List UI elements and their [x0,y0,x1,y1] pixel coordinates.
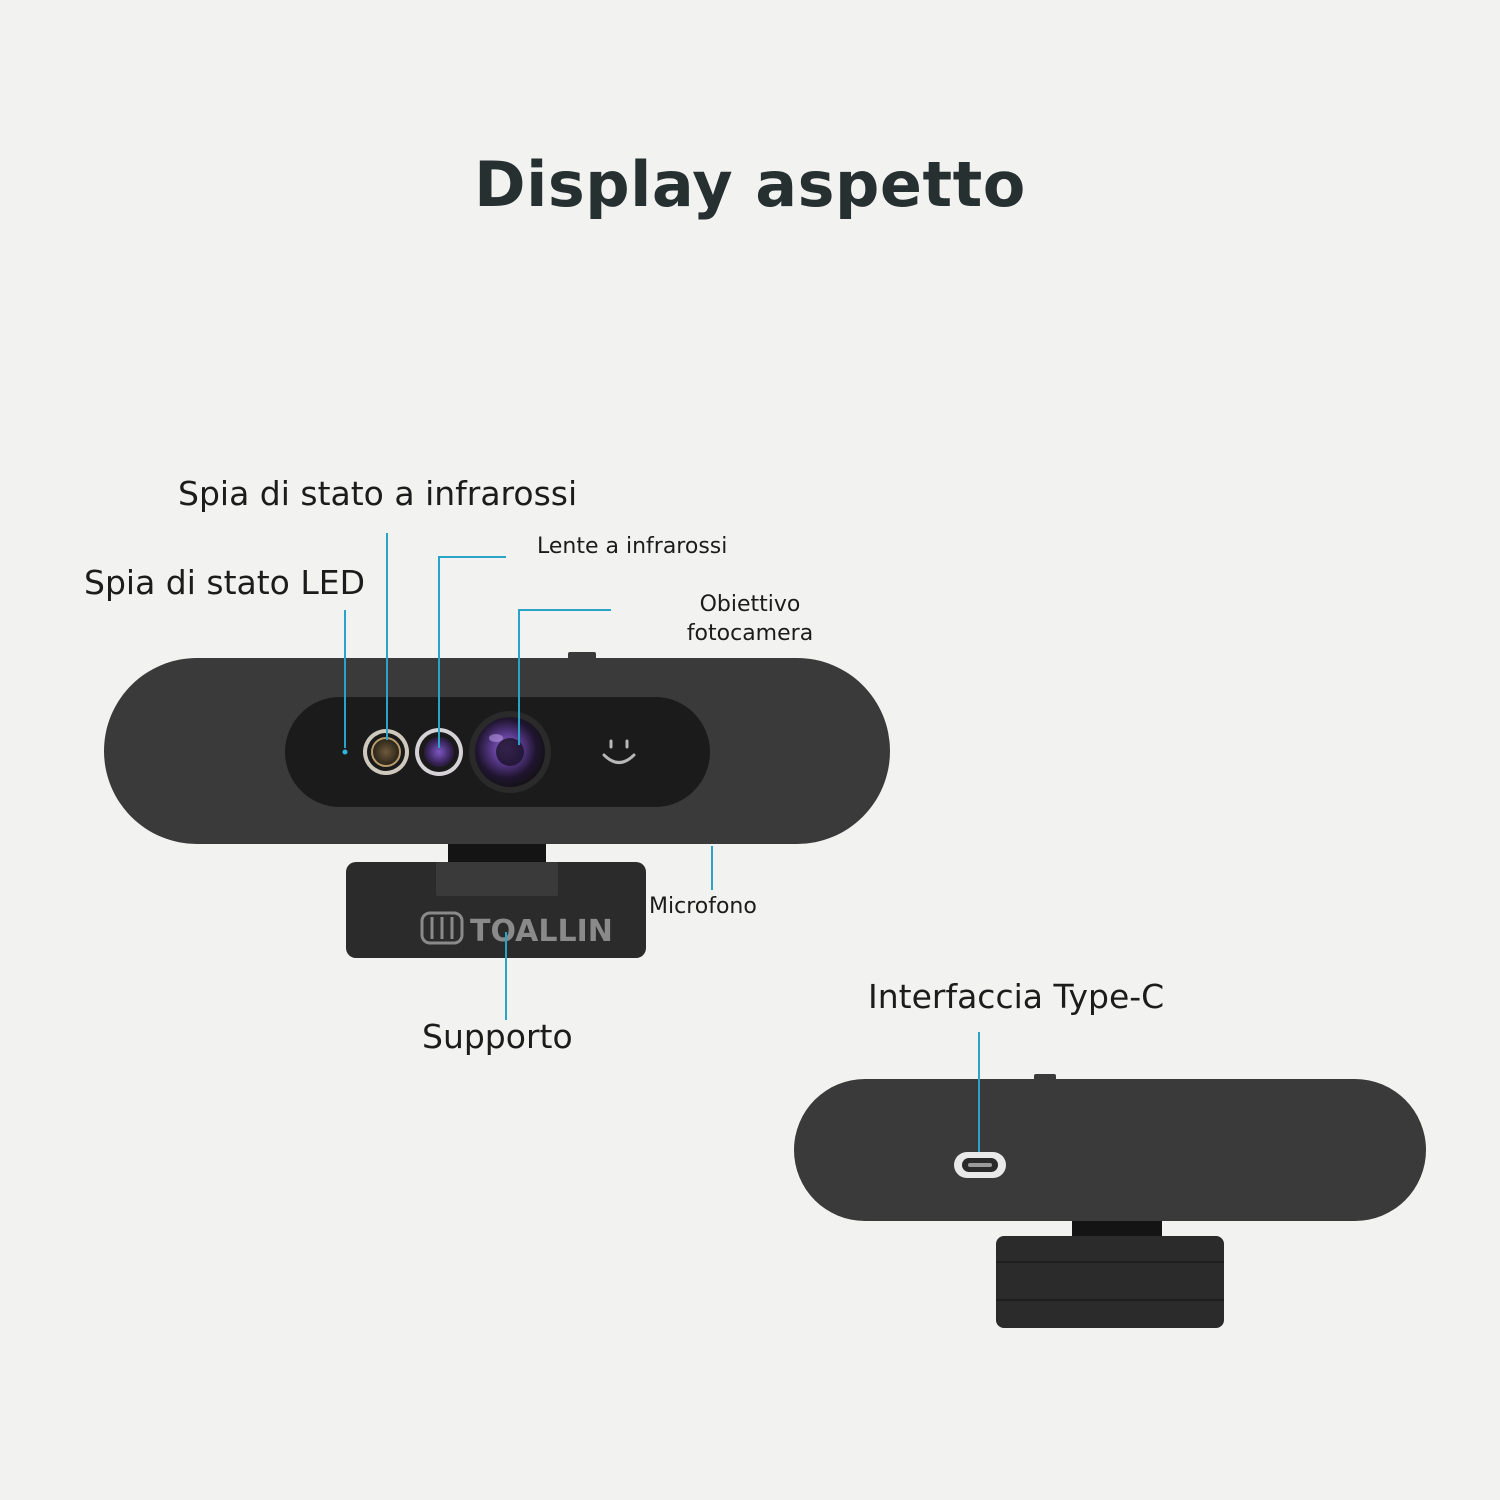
label-stand: Supporto [422,1017,573,1056]
callout-camera-lens [518,609,611,745]
stand-hinge [436,862,558,896]
brand-text: TOALLIN [470,914,613,949]
toallin-logo-icon [420,911,464,945]
label-camera-lens-line2: fotocamera [686,621,814,646]
label-ir-status-light: Spia di stato a infrarossi [178,474,578,513]
label-camera-lens-line1: Obiettivo [699,592,801,617]
back-webcam [794,1074,1426,1328]
camera-lens [469,711,551,793]
back-stand [996,1236,1224,1328]
label-ir-lens: Lente a infrarossi [537,534,728,559]
back-body [794,1079,1426,1221]
label-camera-lens: Obiettivo fotocamera [662,590,838,648]
label-led-status-light: Spia di stato LED [84,563,365,602]
label-microphone: Microfono [649,894,757,919]
usb-c-port-icon [954,1152,1006,1178]
front-webcam: TOALLIN [104,652,890,958]
ir-lens [415,728,463,776]
page-title: Display aspetto [474,148,1026,221]
smiley-icon [602,739,636,764]
led-status-light [342,749,348,755]
callout-ir-lens [438,556,506,748]
ir-status-light [363,729,409,775]
label-type-c-port: Interfaccia Type-C [868,977,1165,1016]
callout-lines [344,533,980,1152]
